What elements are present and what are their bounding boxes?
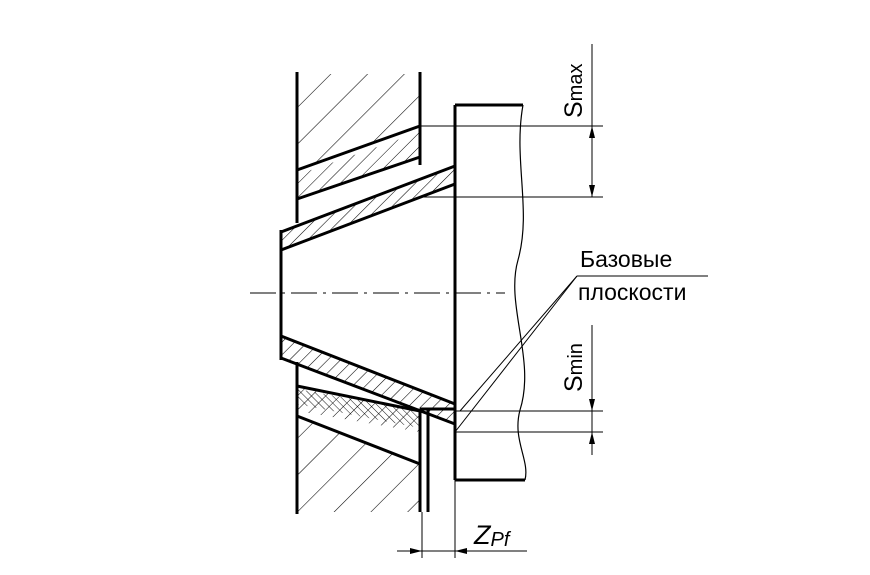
zpf-sub: Pf — [491, 529, 512, 551]
interface-strip-lower — [297, 389, 420, 428]
svg-text:Smax: Smax — [560, 64, 588, 118]
housing-lower — [297, 416, 420, 512]
dimension-smin — [455, 325, 603, 455]
housing-outline — [295, 72, 422, 514]
label-smin: Smin — [560, 343, 588, 392]
smax-main: S — [560, 101, 588, 118]
inner-cone-lower — [281, 336, 455, 424]
svg-text:Smin: Smin — [560, 343, 588, 392]
dimension-smax — [420, 44, 603, 198]
outer-cone-upper — [297, 132, 420, 199]
smin-sub: min — [565, 343, 587, 375]
label-smax: Smax — [560, 64, 588, 118]
smin-main: S — [560, 375, 588, 392]
inner-cone-upper — [281, 166, 455, 250]
housing-upper — [297, 74, 420, 170]
base-planes-line1: Базовые — [580, 246, 672, 272]
lower-bracket — [420, 407, 455, 512]
dimension-zpf — [397, 480, 527, 558]
svg-text:ZPf: ZPf — [473, 520, 512, 551]
base-planes-line2: плоскости — [578, 279, 686, 305]
smax-sub: max — [565, 64, 587, 102]
cone-outline — [279, 164, 456, 426]
zpf-main: Z — [473, 520, 492, 550]
base-planes-leader — [454, 275, 708, 433]
label-zpf: ZPf — [473, 520, 512, 551]
